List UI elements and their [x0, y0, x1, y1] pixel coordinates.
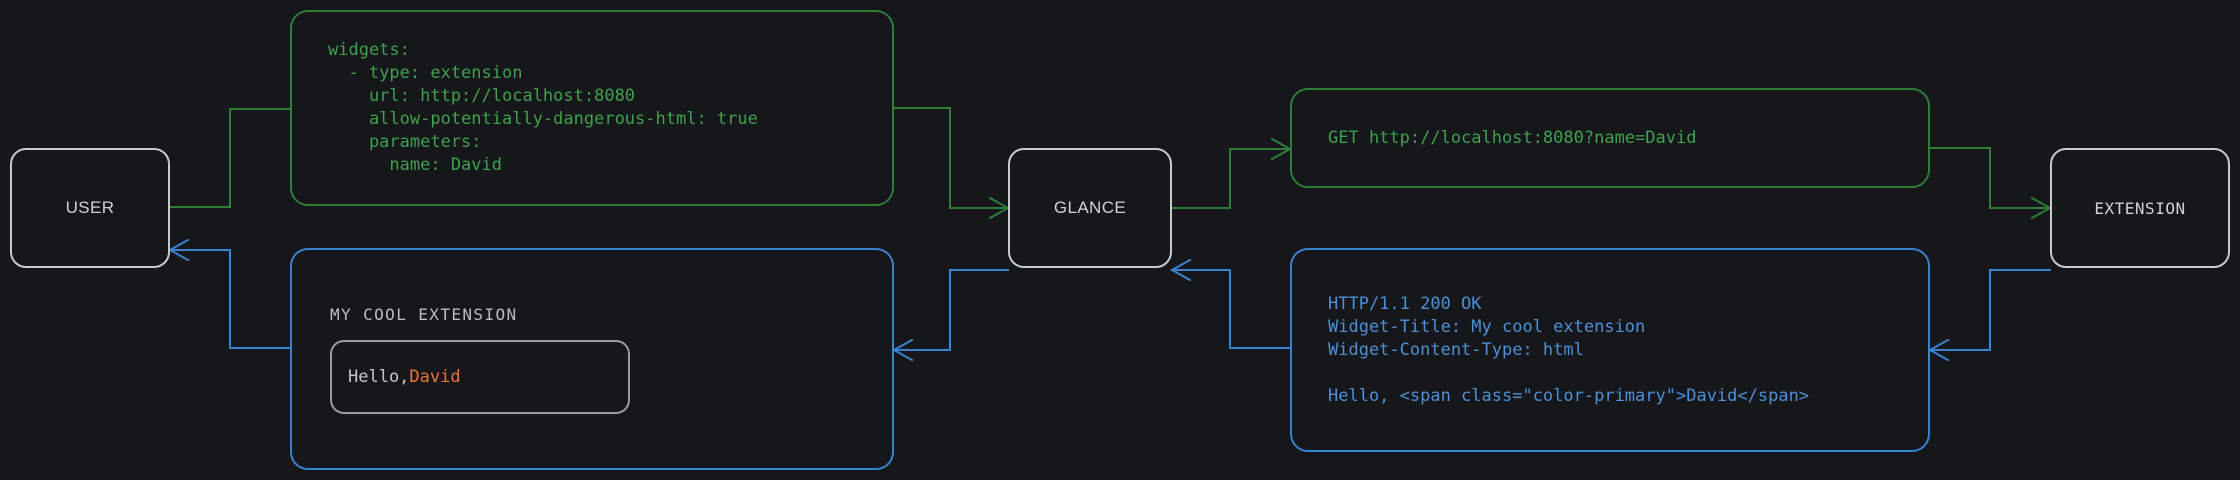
node-extension[interactable]: EXTENSION [2050, 148, 2230, 268]
arrowhead-extension-to-response [1927, 338, 1950, 362]
rendered-widget-card: Hello, David [330, 339, 630, 414]
http-request-text: GET http://localhost:8080?name=David [1328, 127, 1697, 148]
arrowhead-glance-to-request [1270, 137, 1293, 161]
node-glance-label: GLANCE [1053, 198, 1127, 217]
node-user-label: USER [65, 198, 115, 217]
arrowhead-config-to-glance [988, 196, 1011, 220]
widget-greeting-prefix: Hello, [348, 366, 410, 387]
glance-yaml-config-text: widgets: - type: extension url: http://l… [328, 40, 758, 175]
arrowhead-response-to-glance [1169, 258, 1192, 282]
node-user[interactable]: USER [10, 148, 170, 268]
edge-request-to-extension [1929, 147, 2051, 209]
http-response-text: HTTP/1.1 200 OK Widget-Title: My cool ex… [1328, 293, 1810, 406]
node-glance[interactable]: GLANCE [1008, 148, 1172, 268]
edge-extension-to-response [1929, 269, 2051, 351]
widget-greeting-name: David [409, 366, 461, 387]
edge-config-to-glance [893, 107, 1009, 209]
rendered-widget-inner: MY COOL EXTENSION Hello, David [292, 305, 892, 414]
edge-glance-to-request [1171, 148, 1291, 209]
edge-response-to-glance [1171, 269, 1291, 349]
rendered-widget-box: MY COOL EXTENSION Hello, David [290, 248, 894, 470]
glance-yaml-config-box: widgets: - type: extension url: http://l… [290, 10, 894, 206]
arrowhead-widget-to-user [167, 238, 190, 262]
http-request-box: GET http://localhost:8080?name=David [1290, 88, 1930, 188]
arrowhead-request-to-extension [2030, 196, 2053, 220]
node-extension-label: EXTENSION [2094, 198, 2186, 218]
edge-glance-to-widget [893, 269, 1009, 351]
rendered-widget-title: MY COOL EXTENSION [330, 304, 518, 324]
http-response-box: HTTP/1.1 200 OK Widget-Title: My cool ex… [1290, 248, 1930, 452]
arrowhead-glance-to-widget [891, 338, 914, 362]
